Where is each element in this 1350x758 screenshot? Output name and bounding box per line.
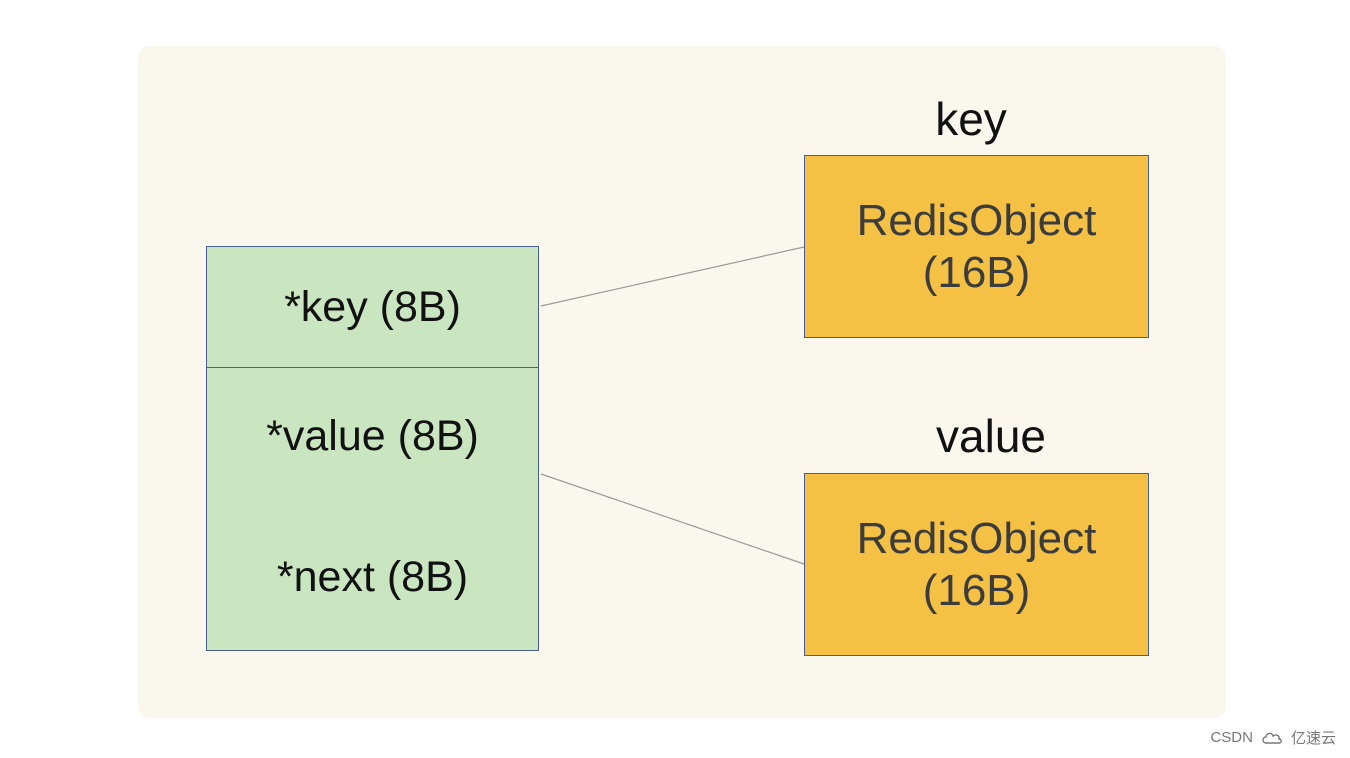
- dict-entry: *key (8B) *value (8B) *next (8B): [206, 246, 541, 651]
- value-object-type: RedisObject: [856, 513, 1097, 563]
- value-redis-object: RedisObject (16B): [804, 473, 1149, 656]
- key-object-title: key: [935, 93, 1007, 145]
- key-object-type: RedisObject: [856, 195, 1097, 245]
- key-redis-object: RedisObject (16B): [804, 155, 1149, 338]
- entry-key-field: *key (8B): [206, 246, 539, 368]
- entry-key-field-label: *key (8B): [284, 283, 461, 331]
- value-object-title: value: [936, 410, 1046, 462]
- entry-value-field: *value (8B): [206, 367, 539, 506]
- watermark-source: CSDN: [1210, 729, 1253, 746]
- key-object-size: (16B): [922, 247, 1031, 297]
- cloud-icon: [1262, 732, 1282, 744]
- watermark: CSDN 亿速云: [1210, 727, 1336, 748]
- watermark-brand: 亿速云: [1290, 730, 1336, 747]
- entry-next-field-label: *next (8B): [276, 553, 469, 601]
- value-object-size: (16B): [922, 565, 1031, 615]
- entry-next-field: *next (8B): [206, 505, 539, 651]
- entry-value-field-label: *value (8B): [266, 412, 479, 460]
